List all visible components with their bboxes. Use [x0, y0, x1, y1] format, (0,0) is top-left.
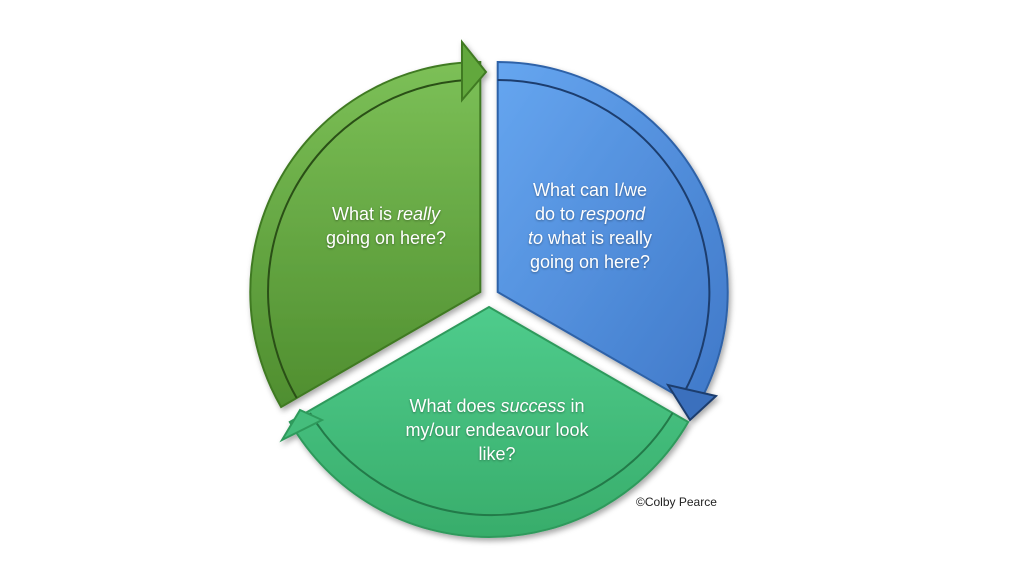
green-inner-arc	[267, 79, 467, 399]
copyright-notice: ©Colby Pearce	[636, 495, 717, 509]
segment-teal	[279, 305, 690, 538]
text-part: do to	[534, 204, 580, 224]
text-part: like?	[478, 444, 516, 464]
text-part: What does	[409, 396, 501, 416]
text-emphasis: success	[500, 396, 566, 416]
segment-green	[249, 39, 488, 409]
teal-inner-arc	[309, 412, 674, 517]
green-segment-text: What is really going on here?	[296, 202, 476, 250]
text-part: my/our endeavour look	[405, 420, 589, 440]
text-part: What is	[331, 204, 397, 224]
text-part: what is really	[542, 228, 653, 248]
text-part: What can I/we	[532, 180, 648, 200]
arrow-head-icon	[279, 408, 325, 443]
text-part: going on here?	[529, 252, 651, 272]
text-part: in	[565, 396, 585, 416]
arrow-head-icon	[461, 39, 488, 103]
blue-inner-arc	[497, 79, 711, 399]
arrow-head-icon	[665, 383, 719, 422]
segment-blue	[496, 60, 729, 422]
text-emphasis: to	[527, 228, 543, 248]
teal-segment-text: What does success in my/our endeavour lo…	[372, 394, 622, 466]
text-part: going on here?	[325, 228, 447, 248]
text-emphasis: really	[397, 204, 441, 224]
blue-segment-text: What can I/we do to respond to what is r…	[498, 178, 682, 274]
text-emphasis: respond	[579, 204, 646, 224]
